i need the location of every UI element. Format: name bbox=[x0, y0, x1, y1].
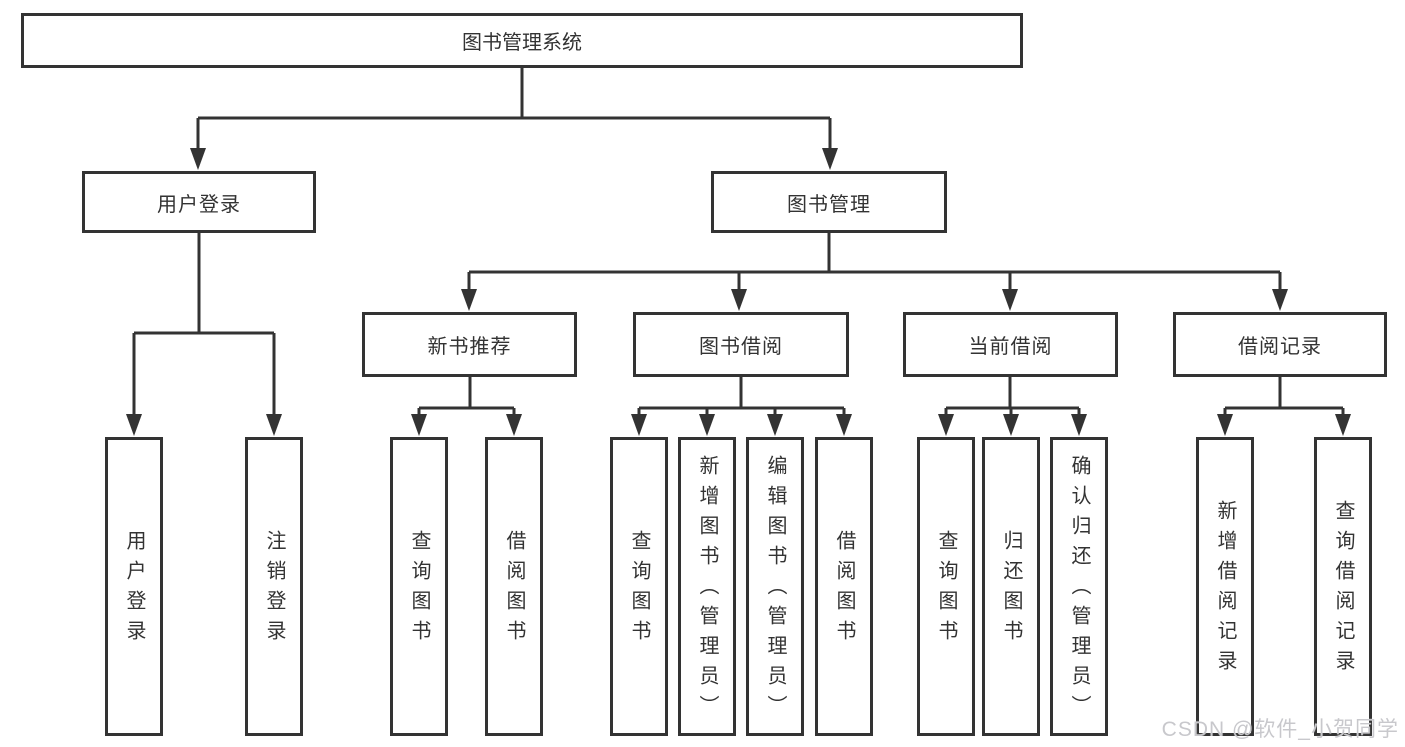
edges-book-borrow-to-leaves bbox=[631, 377, 852, 436]
leaf-edit-books-admin: 编辑图书（管理员） bbox=[746, 437, 804, 736]
leaf-query-books-recommend: 查询图书 bbox=[390, 437, 448, 736]
leaf-add-books-admin: 新增图书（管理员） bbox=[678, 437, 736, 736]
node-current-borrowing: 当前借阅 bbox=[903, 312, 1118, 377]
leaf-return-books: 归还图书 bbox=[982, 437, 1040, 736]
leaf-user-login: 用户登录 bbox=[105, 437, 163, 736]
edges-borrow-records-to-leaves bbox=[1217, 377, 1351, 436]
leaf-query-borrow-record: 查询借阅记录 bbox=[1314, 437, 1372, 736]
edges-book-mgmt-to-level3 bbox=[461, 233, 1288, 311]
node-book-borrowing: 图书借阅 bbox=[633, 312, 849, 377]
node-new-book-recommend: 新书推荐 bbox=[362, 312, 577, 377]
node-book-management: 图书管理 bbox=[711, 171, 947, 233]
leaf-query-books-borrow: 查询图书 bbox=[610, 437, 668, 736]
node-library-management-system: 图书管理系统 bbox=[21, 13, 1023, 68]
node-borrowing-records: 借阅记录 bbox=[1173, 312, 1387, 377]
edges-user-login-to-leaves bbox=[126, 233, 282, 436]
leaf-borrow-books-recommend: 借阅图书 bbox=[485, 437, 543, 736]
leaf-confirm-return-admin: 确认归还（管理员） bbox=[1050, 437, 1108, 736]
edges-new-books-to-leaves bbox=[411, 377, 522, 436]
leaf-borrow-books: 借阅图书 bbox=[815, 437, 873, 736]
leaf-query-books-current: 查询图书 bbox=[917, 437, 975, 736]
node-user-login: 用户登录 bbox=[82, 171, 316, 233]
edges-current-borrow-to-leaves bbox=[938, 377, 1087, 436]
edges-root-to-level2 bbox=[190, 68, 838, 170]
leaf-add-borrow-record: 新增借阅记录 bbox=[1196, 437, 1254, 736]
leaf-logout: 注销登录 bbox=[245, 437, 303, 736]
